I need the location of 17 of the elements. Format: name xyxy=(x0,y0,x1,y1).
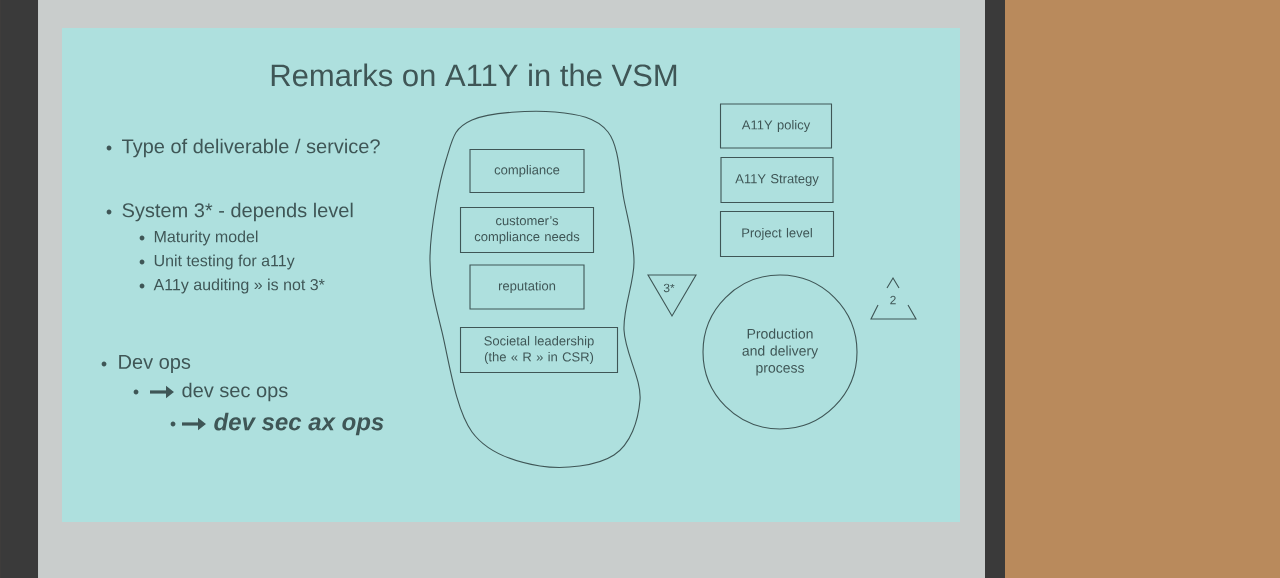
text-box: customer’s compliance needs xyxy=(459,206,595,254)
bullet-text: dev sec ax ops xyxy=(214,412,384,436)
text-box: Project level xyxy=(719,210,835,258)
text-box: Societal leadership (the « R » in CSR) xyxy=(459,326,619,374)
bullet-text: Dev ops xyxy=(119,355,191,373)
text-box: A11Y policy xyxy=(719,103,833,149)
text-box: compliance xyxy=(469,148,585,194)
bullet-text: Unit testing for a11y xyxy=(154,254,295,270)
text-box: reputation xyxy=(469,264,585,310)
slide-title: Remarks on A11Y in the VSM xyxy=(271,63,677,87)
bullet-text: Maturity model xyxy=(154,230,258,246)
bullet-text: Type of deliverable / service? xyxy=(122,138,380,158)
bullet-text: dev sec ops xyxy=(182,382,288,402)
outline-blob xyxy=(429,110,641,468)
text-box: A11Y Strategy xyxy=(720,156,834,204)
bullet-text: A11y auditing » is not 3* xyxy=(153,278,325,294)
bullet-text: System 3* - depends level xyxy=(122,202,353,222)
